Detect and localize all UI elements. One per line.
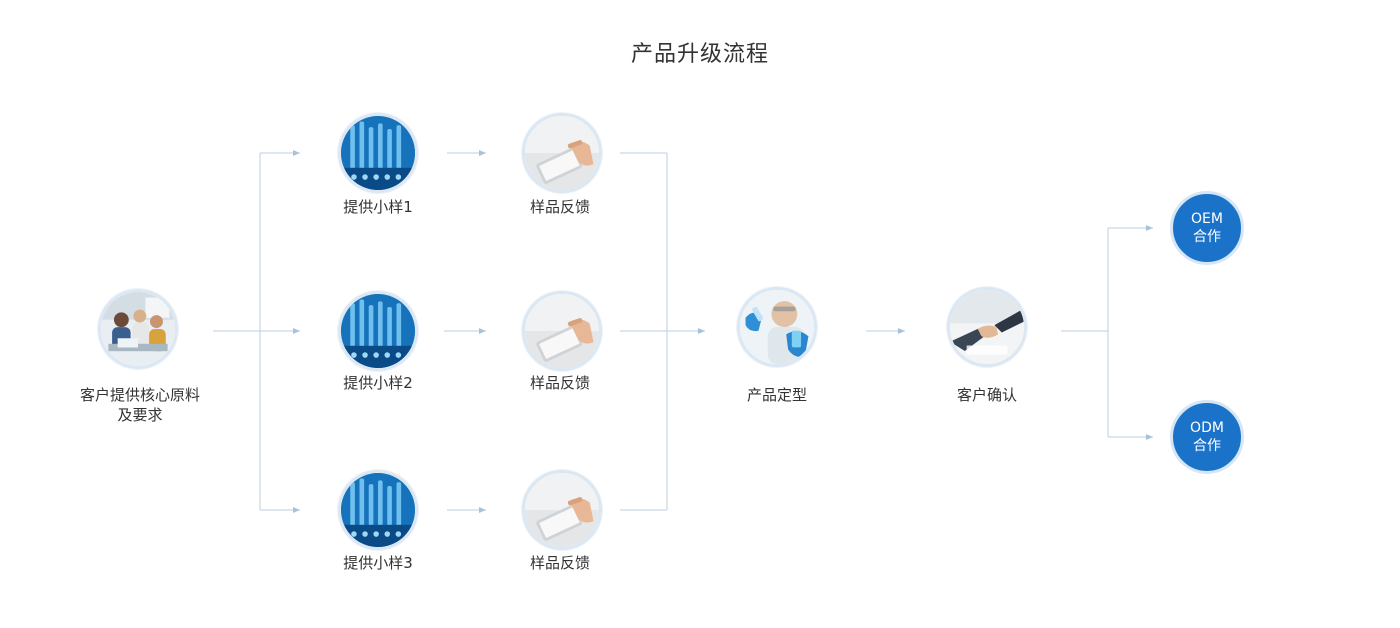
lab-tubes-photo-icon (338, 470, 418, 550)
odm-badge-subtitle: 合作 (1193, 438, 1221, 454)
tablet-hand-photo-icon (522, 291, 602, 371)
oem-badge-subtitle: 合作 (1193, 229, 1221, 245)
odm-badge: ODM 合作 (1170, 400, 1244, 474)
lab-tubes-photo-icon (338, 113, 418, 193)
sample3-label: 提供小样3 (343, 554, 413, 572)
feedback1-label: 样品反馈 (529, 198, 590, 216)
finalize-label: 产品定型 (746, 386, 807, 404)
diagram-title: 产品升级流程 (630, 42, 769, 67)
sample2-label: 提供小样2 (343, 374, 413, 392)
team-meeting-photo-icon (98, 289, 178, 369)
feedback2-label: 样品反馈 (529, 374, 590, 392)
sample1-label: 提供小样1 (343, 198, 413, 216)
tablet-hand-photo-icon (522, 113, 602, 193)
scientist-photo-icon (737, 287, 817, 367)
confirm-label: 客户确认 (956, 386, 1017, 404)
lab-tubes-photo-icon (338, 291, 418, 371)
tablet-hand-photo-icon (522, 470, 602, 550)
customer-requirements-label: 客户提供核心原料 及要求 (79, 386, 200, 424)
oem-badge: OEM 合作 (1170, 191, 1244, 265)
feedback3-label: 样品反馈 (529, 554, 590, 572)
oem-badge-title: OEM (1191, 211, 1223, 227)
handshake-photo-icon (947, 287, 1027, 367)
odm-badge-title: ODM (1190, 420, 1224, 436)
